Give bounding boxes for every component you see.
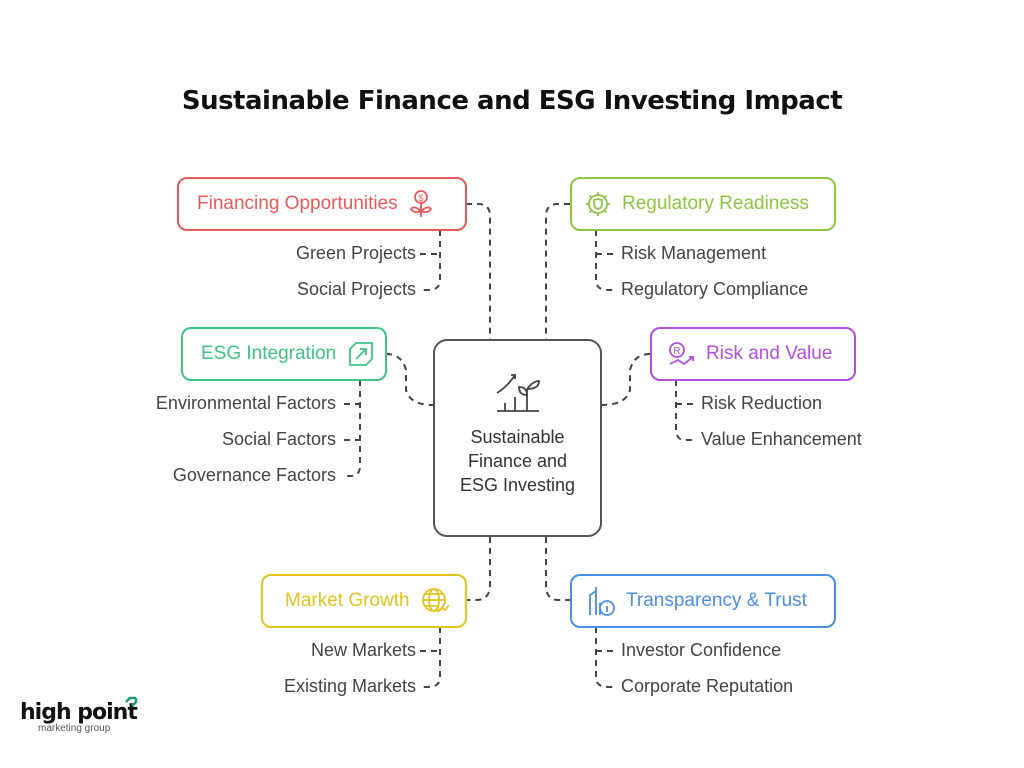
sub-item: Risk Management <box>621 243 767 263</box>
puzzle-arrow-icon <box>349 342 374 366</box>
sub-item: Corporate Reputation <box>621 676 794 696</box>
branch-market-growth[interactable]: Market Growth <box>261 574 467 628</box>
branch-risk-and-value[interactable]: R Risk and Value <box>650 327 856 381</box>
risk-value-icon: R <box>669 342 694 366</box>
svg-text:$: $ <box>418 193 423 203</box>
branch-label: Market Growth <box>285 590 410 611</box>
sub-item: New Markets <box>310 640 416 660</box>
central-label: Sustainable Finance and ESG Investing <box>459 427 576 495</box>
sub-item: Governance Factors <box>172 465 336 485</box>
svg-text:R: R <box>673 346 680 357</box>
sub-item: Regulatory Compliance <box>621 279 809 299</box>
branch-esg-integration[interactable]: ESG Integration <box>181 327 387 381</box>
sub-item: Social Projects <box>296 279 416 299</box>
branch-label: Transparency & Trust <box>626 590 807 611</box>
branch-label: Financing Opportunities <box>197 193 398 214</box>
sub-item: Value Enhancement <box>701 429 862 449</box>
logo-tagline: marketing group <box>38 723 111 734</box>
central-topic[interactable]: Sustainable Finance and ESG Investing <box>433 339 602 537</box>
diagram-title: Sustainable Finance and ESG Investing Im… <box>181 86 843 116</box>
gear-shield-icon <box>586 192 610 216</box>
branch-regulatory-readiness[interactable]: Regulatory Readiness <box>570 177 836 231</box>
branch-label: ESG Integration <box>201 343 337 364</box>
branch-label: Risk and Value <box>706 343 833 364</box>
sub-item: Green Projects <box>295 243 416 263</box>
money-plant-icon: $ <box>409 190 432 217</box>
sub-item: Investor Confidence <box>621 640 782 660</box>
branch-transparency-trust[interactable]: Transparency & Trust <box>570 574 836 628</box>
globe-growth-icon <box>421 588 450 613</box>
sub-item: Social Factors <box>221 429 336 449</box>
sub-item: Environmental Factors <box>155 393 336 413</box>
brand-logo: high point marketing group <box>20 696 138 734</box>
logo-name: high point <box>20 700 138 725</box>
plant-growth-icon <box>496 374 540 412</box>
branch-label: Regulatory Readiness <box>622 193 809 214</box>
info-document-icon <box>589 587 615 616</box>
sub-item: Existing Markets <box>283 676 416 696</box>
sub-item: Risk Reduction <box>701 393 823 413</box>
logo-arrow-icon <box>125 696 138 707</box>
branch-financing-opportunities[interactable]: Financing Opportunities $ <box>177 177 467 231</box>
